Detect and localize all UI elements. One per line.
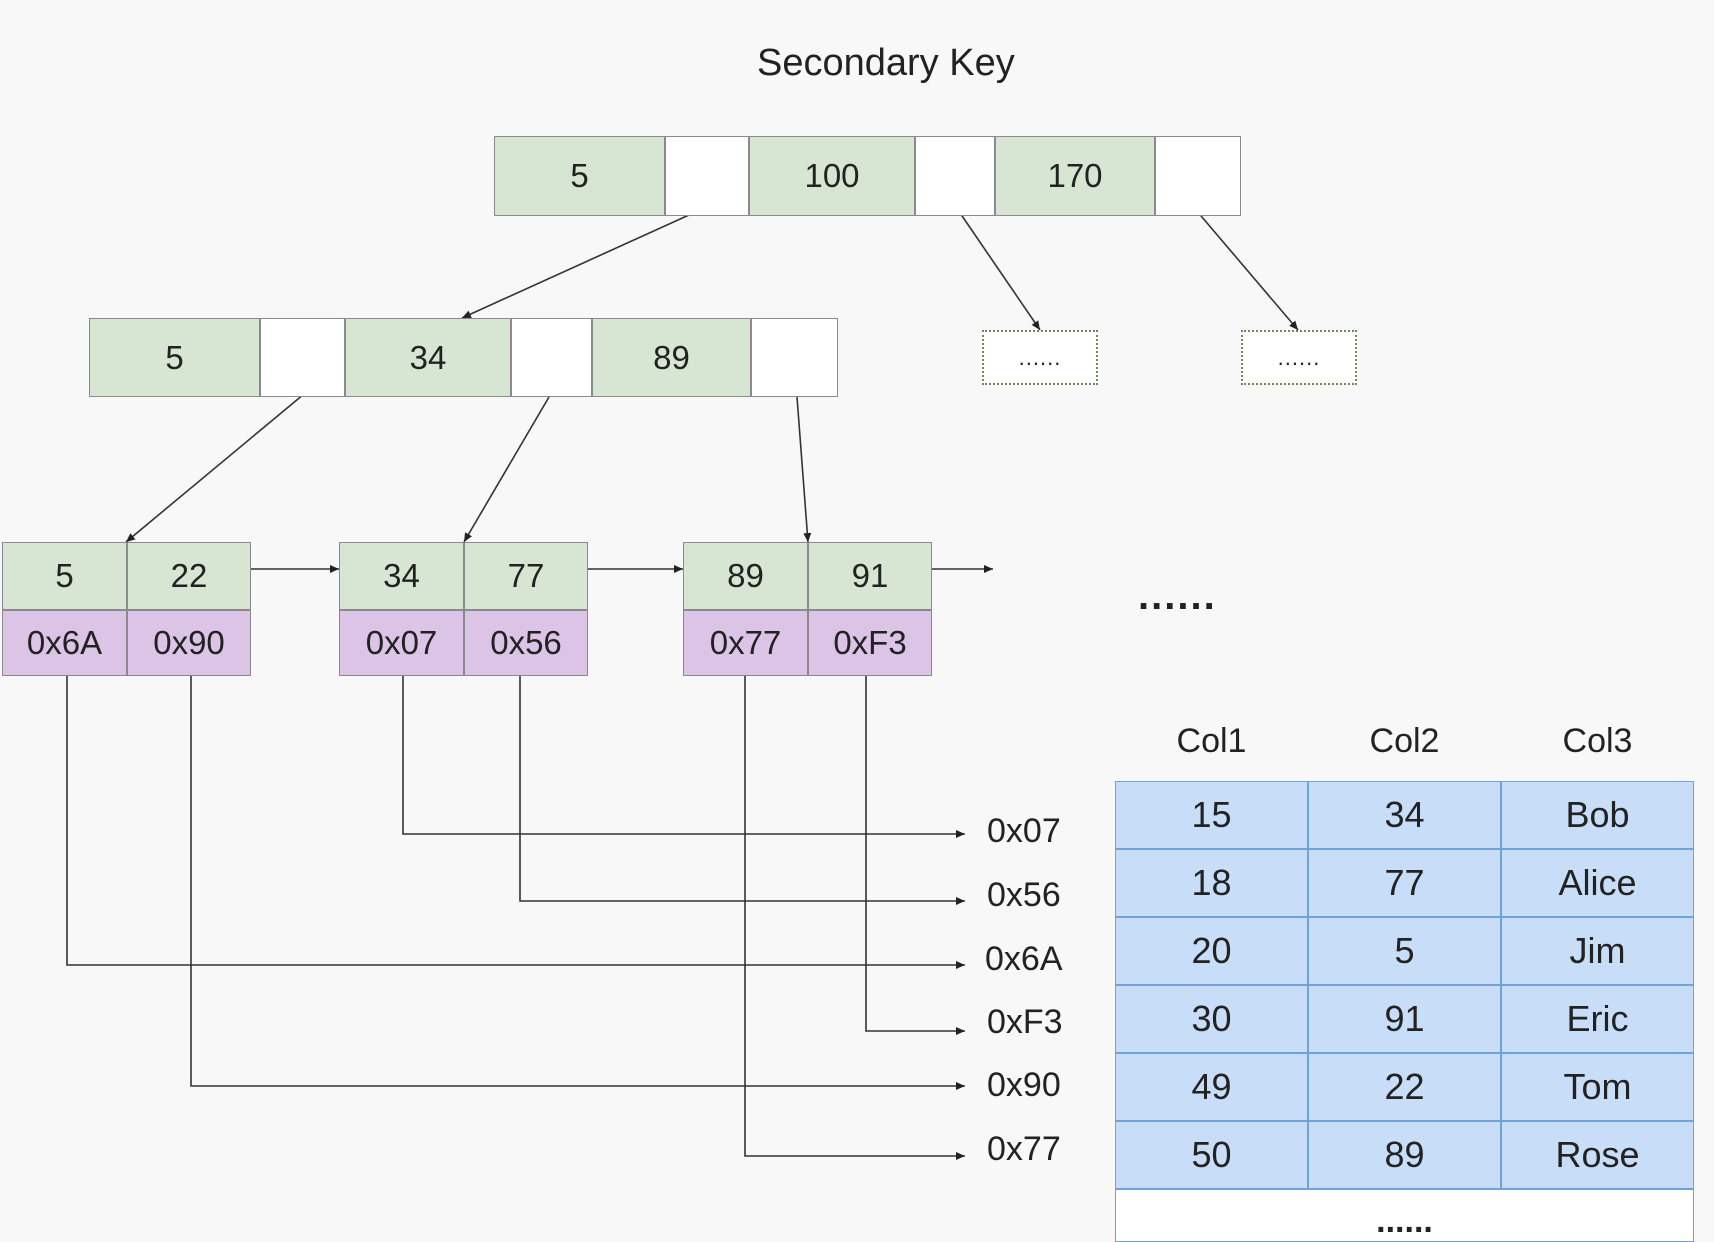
root-key-1: 5 <box>494 136 665 216</box>
root-pointer-3 <box>1155 136 1241 216</box>
root-key-2: 100 <box>749 136 915 216</box>
pointer-0x90 <box>190 676 965 1090</box>
table-cell-r5-c1: 49 <box>1115 1053 1308 1121</box>
leaf-2-address-1: 0x07 <box>339 610 464 676</box>
table-cell-r1-c2: 34 <box>1308 781 1501 849</box>
table-cell-r6-c2: 89 <box>1308 1121 1501 1189</box>
table-more-rows-ellipsis: ...... <box>1115 1189 1694 1242</box>
row-address-label-3: 0x6A <box>985 940 1063 978</box>
leaf-3-address-1: 0x77 <box>683 610 808 676</box>
level2-key-1: 5 <box>89 318 260 397</box>
root-key-3: 170 <box>995 136 1155 216</box>
row-address-label-5: 0x90 <box>987 1066 1061 1104</box>
leaf-3-key-1: 89 <box>683 542 808 610</box>
leaf-2-key-2: 77 <box>464 542 588 610</box>
table-cell-r3-c1: 20 <box>1115 917 1308 985</box>
leaf-2-key-1: 34 <box>339 542 464 610</box>
table-cell-r2-c3: Alice <box>1501 849 1694 917</box>
diagram-title: Secondary Key <box>757 42 1015 84</box>
table-cell-r5-c3: Tom <box>1501 1053 1694 1121</box>
table-cell-r6-c1: 50 <box>1115 1121 1308 1189</box>
arrow-root-to-level2 <box>461 209 701 319</box>
root-pointer-1 <box>665 136 749 216</box>
arrow-root-to-stub-2 <box>1195 209 1299 331</box>
level2-key-2: 34 <box>345 318 511 397</box>
table-cell-r1-c1: 15 <box>1115 781 1308 849</box>
pointer-0x6A <box>66 676 965 969</box>
arrow-root-to-stub-1 <box>957 209 1041 331</box>
table-cell-r4-c1: 30 <box>1115 985 1308 1053</box>
level2-pointer-1 <box>260 318 345 397</box>
level2-pointer-2 <box>511 318 592 397</box>
leaf-1-address-1: 0x6A <box>2 610 127 676</box>
leaf-3-key-2: 91 <box>808 542 932 610</box>
leaf-1-address-2: 0x90 <box>127 610 251 676</box>
table-header-col2: Col2 <box>1369 722 1440 760</box>
collapsed-node-stub-1: ...... <box>982 330 1098 385</box>
leaf-1-key-1: 5 <box>2 542 127 610</box>
row-address-label-2: 0x56 <box>987 876 1061 914</box>
table-cell-r1-c3: Bob <box>1501 781 1694 849</box>
arrow-level2-to-leaf-3 <box>796 396 812 543</box>
row-address-label-6: 0x77 <box>987 1130 1061 1168</box>
root-pointer-2 <box>915 136 995 216</box>
level2-pointer-3 <box>751 318 838 397</box>
collapsed-node-stub-2: ...... <box>1241 330 1357 385</box>
leaf-3-address-2: 0xF3 <box>808 610 932 676</box>
table-cell-r3-c3: Jim <box>1501 917 1694 985</box>
leaf-2-address-2: 0x56 <box>464 610 588 676</box>
table-cell-r3-c2: 5 <box>1308 917 1501 985</box>
table-cell-r2-c1: 18 <box>1115 849 1308 917</box>
pointer-0x77 <box>744 676 965 1160</box>
arrow-level2-to-leaf-1 <box>125 393 305 543</box>
leaf-1-key-2: 22 <box>127 542 251 610</box>
pointer-0x56 <box>519 676 965 905</box>
level2-key-3: 89 <box>592 318 751 397</box>
table-header-col1: Col1 <box>1176 722 1247 760</box>
row-address-label-1: 0x07 <box>987 812 1061 850</box>
row-address-label-4: 0xF3 <box>987 1003 1063 1041</box>
table-cell-r4-c2: 91 <box>1308 985 1501 1053</box>
pointer-0x07 <box>402 676 965 838</box>
pointer-0xF3 <box>865 676 965 1035</box>
more-leaves-ellipsis: ...... <box>1138 574 1217 618</box>
table-cell-r4-c3: Eric <box>1501 985 1694 1053</box>
table-cell-r2-c2: 77 <box>1308 849 1501 917</box>
table-cell-r5-c2: 22 <box>1308 1053 1501 1121</box>
arrow-level2-to-leaf-2 <box>463 396 550 543</box>
table-cell-r6-c3: Rose <box>1501 1121 1694 1189</box>
table-header-col3: Col3 <box>1562 722 1633 760</box>
